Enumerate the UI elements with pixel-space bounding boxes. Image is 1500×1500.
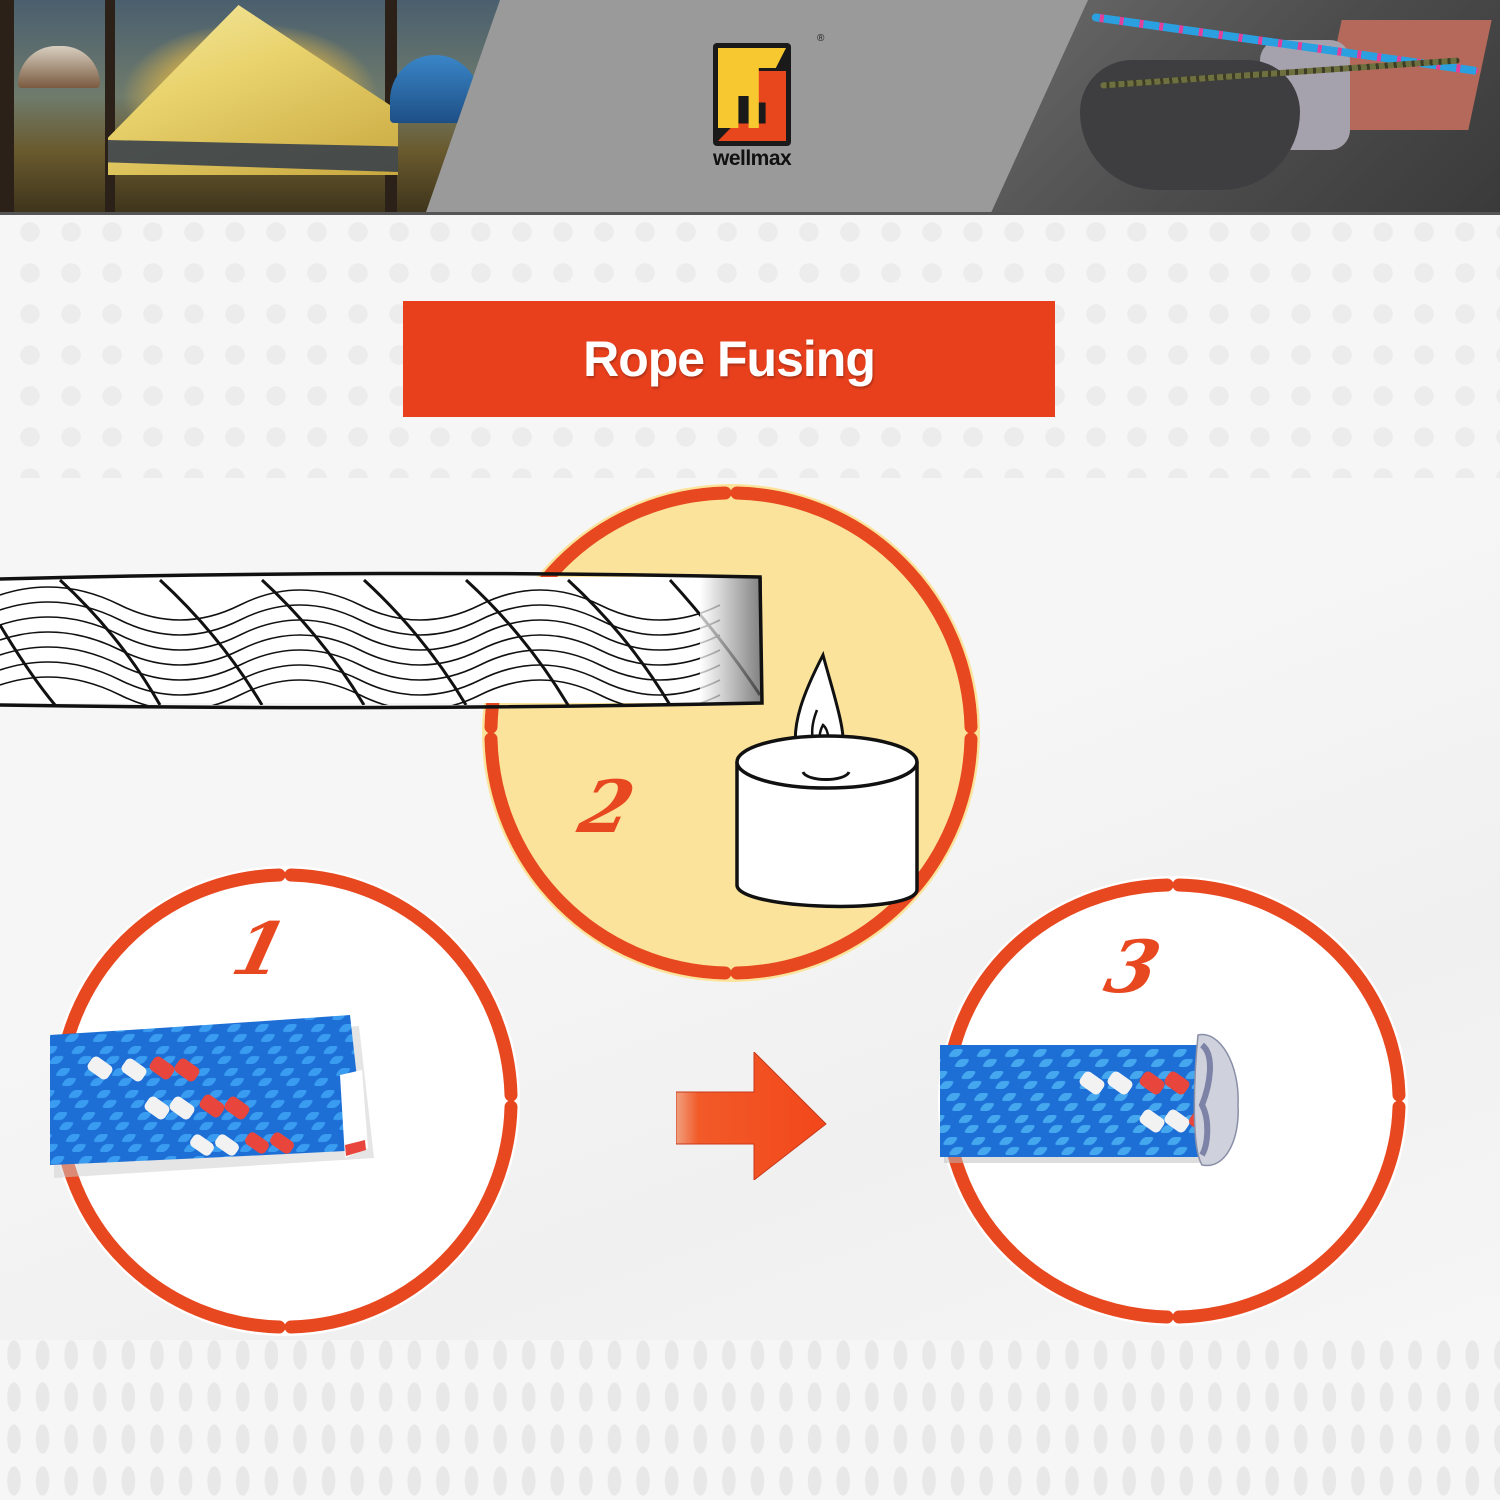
blue-tent bbox=[390, 55, 480, 123]
frayed-rope-photo bbox=[50, 1015, 374, 1178]
title-banner: Rope Fusing bbox=[403, 301, 1055, 417]
registered-mark: ® bbox=[817, 33, 825, 44]
tree-trunk bbox=[0, 0, 14, 215]
tree-trunk bbox=[105, 0, 115, 215]
arrow-right-icon bbox=[676, 1052, 827, 1180]
camping-tent-photo bbox=[0, 0, 500, 215]
banner-divider bbox=[0, 212, 1500, 215]
logo-mark-icon bbox=[713, 43, 791, 146]
small-tent bbox=[18, 46, 100, 88]
fused-rope-photo bbox=[940, 1033, 1239, 1167]
header-banner: ® wellmax bbox=[0, 0, 1500, 215]
candle-flame-icon bbox=[735, 650, 919, 909]
brand-logo: ® wellmax bbox=[713, 33, 824, 173]
dot-pattern-bottom bbox=[0, 1335, 1500, 1500]
brand-name: wellmax bbox=[713, 147, 792, 170]
twisted-rope-illustration bbox=[0, 571, 764, 710]
page-title: Rope Fusing bbox=[583, 331, 876, 387]
